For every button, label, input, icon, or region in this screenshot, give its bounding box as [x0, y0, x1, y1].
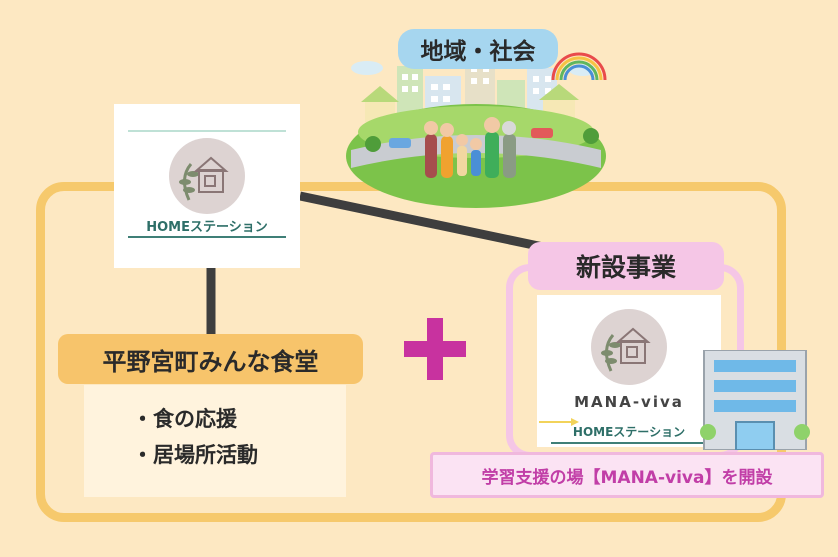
activity-item: ・居場所活動 [132, 443, 258, 467]
community-illustration [345, 28, 607, 213]
house-emblem-icon [591, 309, 667, 385]
home-station-logo-card: HOMEステーション [114, 104, 300, 268]
family-figures [424, 117, 516, 178]
mana-viva-logo-card: MANA-viva HOMEステーション [537, 295, 721, 447]
community-label: 地域・社会 [398, 29, 558, 69]
activity-item: ・食の応援 [132, 407, 237, 431]
home-station-logo-text: HOMEステーション [146, 220, 268, 235]
arrow-icon [539, 418, 579, 426]
cafeteria-activities: ・食の応援 ・居場所活動 [84, 385, 346, 497]
connector-home-to-new-business [299, 191, 549, 253]
mana-viva-logo-subtitle: HOMEステーション [551, 423, 707, 444]
school-building-icon [700, 349, 810, 451]
house-emblem-icon [169, 138, 245, 214]
mana-viva-caption: 学習支援の場【MANA-viva】を開設 [430, 452, 824, 498]
new-business-label: 新設事業 [528, 242, 724, 290]
logo-bottom-rule [128, 236, 286, 238]
mana-viva-logo-title: MANA-viva [574, 393, 684, 411]
logo-top-rule [128, 130, 286, 132]
cafeteria-label: 平野宮町みんな食堂 [58, 334, 363, 384]
plus-icon [404, 318, 466, 380]
